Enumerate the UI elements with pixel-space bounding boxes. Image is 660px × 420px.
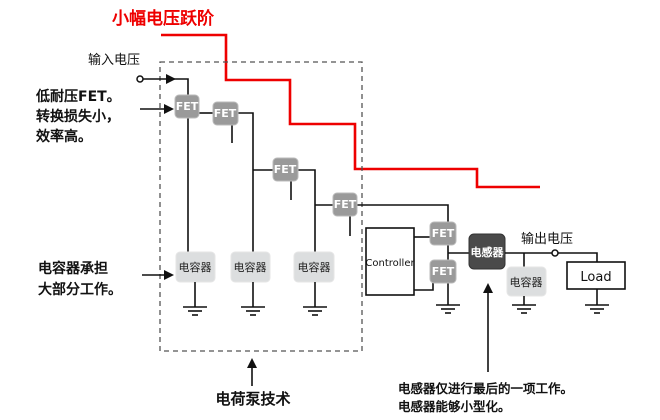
ground-icon [303, 282, 327, 316]
inductor: 电感器 [468, 233, 506, 270]
svg-text:电容器: 电容器 [234, 260, 267, 274]
svg-text:FET: FET [176, 100, 199, 113]
input-voltage-label: 输入电压 [88, 52, 140, 68]
fet-4: FET [332, 192, 358, 217]
ground-icon [512, 296, 536, 314]
controller-block: Controller [365, 227, 415, 296]
wire-fet3-fet4 [298, 169, 316, 252]
wire-ctrl-fet-bottom [414, 283, 434, 291]
fet-1: FET [174, 94, 200, 119]
fet-3: FET [272, 157, 299, 182]
ground-icon [585, 289, 609, 314]
capacitor-3: 电容器 [293, 251, 335, 283]
svg-text:电容器: 电容器 [179, 260, 212, 274]
input-wire [174, 78, 189, 95]
annotation-low-fet: 低耐压FET。 转换损失小， 效率高。 [35, 88, 126, 145]
fet-2: FET [212, 101, 239, 126]
charge-pump-label: 电荷泵技术 [215, 390, 290, 408]
wire-fet2-fet3 [238, 112, 254, 252]
capacitor-1: 电容器 [175, 251, 216, 283]
charge-pump-box [159, 61, 363, 352]
output-voltage-label: 输出电压 [521, 231, 573, 247]
step-title: 小幅电压跃阶 [112, 8, 215, 29]
svg-text:电容器: 电容器 [298, 260, 331, 274]
svg-text:FET: FET [334, 198, 357, 211]
annotation-capacitor: 电容器承担 大部分工作。 [38, 260, 122, 298]
svg-text:电容器: 电容器 [510, 275, 543, 289]
annotation-inductor: 电感器仅进行最后的一项工作。 电感器能够小型化。 [398, 381, 577, 414]
capacitor-2: 电容器 [230, 251, 271, 283]
output-capacitor: 电容器 [506, 266, 547, 297]
load-block: Load [566, 261, 626, 290]
svg-text:Controller: Controller [365, 258, 415, 269]
svg-text:FET: FET [432, 227, 455, 240]
buck-fet-low: FET [429, 259, 457, 284]
ground-icon [183, 282, 207, 316]
svg-text:FET: FET [432, 265, 455, 278]
ground-icon [436, 304, 460, 314]
svg-text:FET: FET [214, 107, 237, 120]
svg-text:FET: FET [274, 163, 297, 176]
input-node [136, 75, 144, 83]
ground-icon [241, 282, 265, 316]
svg-text:Load: Load [580, 270, 611, 285]
output-node [551, 249, 559, 257]
buck-fet-high: FET [429, 221, 457, 246]
voltage-step-line [161, 33, 540, 189]
wire-fet4-out [357, 204, 449, 222]
svg-text:电感器: 电感器 [471, 245, 505, 259]
wire-output-load [558, 252, 598, 262]
